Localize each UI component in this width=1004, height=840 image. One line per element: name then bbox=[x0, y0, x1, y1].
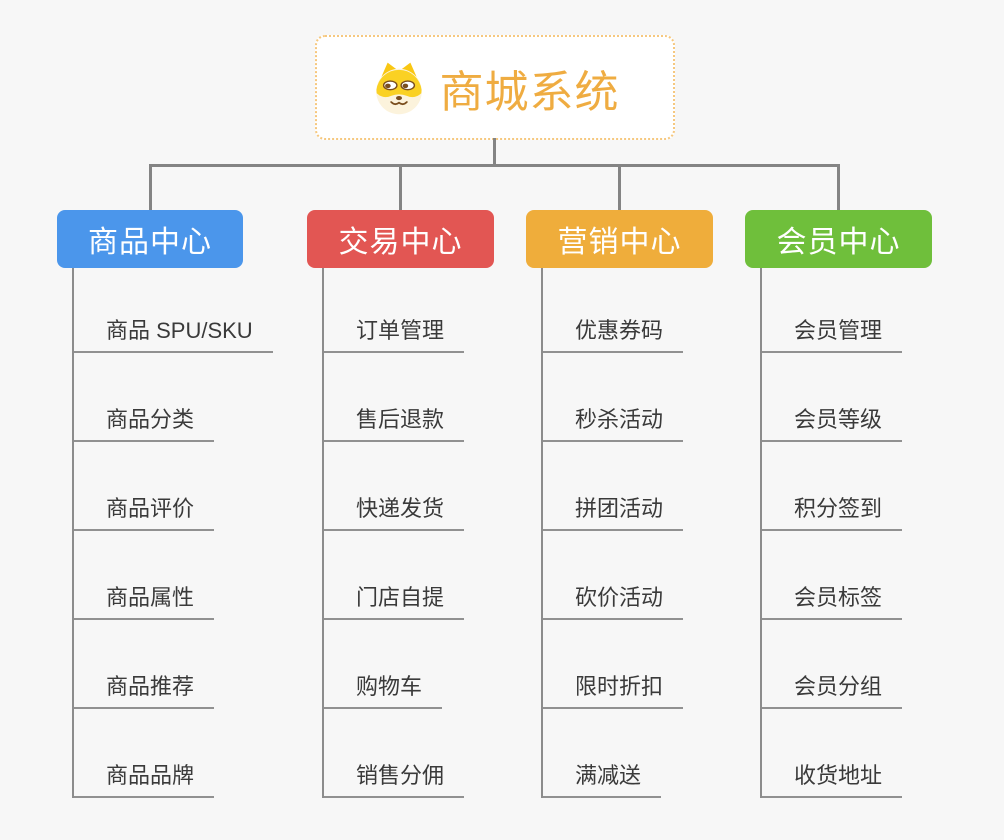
leaf-topic-label[interactable]: 收货地址 bbox=[760, 758, 903, 798]
leaf-topic: 商品推荐 bbox=[72, 620, 243, 709]
leaf-topic-label[interactable]: 门店自提 bbox=[322, 580, 465, 620]
branch-node-member-center[interactable]: 会员中心 bbox=[745, 210, 932, 268]
leaf-topic: 商品属性 bbox=[72, 531, 243, 620]
leaf-topic: 商品品牌 bbox=[72, 709, 243, 798]
leaf-topic-label[interactable]: 商品分类 bbox=[72, 402, 215, 442]
child-connector-line bbox=[322, 268, 324, 798]
drop-line bbox=[618, 167, 621, 210]
leaf-topic-label[interactable]: 限时折扣 bbox=[541, 669, 684, 709]
leaf-topic-label[interactable]: 商品品牌 bbox=[72, 758, 215, 798]
children-group: 订单管理 售后退款 快递发货 门店自提 购物车 销售分佣 bbox=[322, 268, 494, 798]
leaf-topic: 销售分佣 bbox=[322, 709, 494, 798]
leaf-topic: 快递发货 bbox=[322, 442, 494, 531]
leaf-topic-label[interactable]: 会员管理 bbox=[760, 313, 903, 353]
branch-bus-line bbox=[149, 164, 840, 167]
leaf-topic: 会员等级 bbox=[760, 353, 932, 442]
leaf-topic-label[interactable]: 商品推荐 bbox=[72, 669, 215, 709]
child-connector-line bbox=[760, 268, 762, 798]
leaf-topic-label[interactable]: 积分签到 bbox=[760, 491, 903, 531]
leaf-topic: 售后退款 bbox=[322, 353, 494, 442]
leaf-topic: 拼团活动 bbox=[541, 442, 713, 531]
branch-product-center: 商品中心 商品 SPU/SKU 商品分类 商品评价 商品属性 商品推荐 商品品牌 bbox=[57, 210, 273, 798]
leaf-topic-label[interactable]: 满减送 bbox=[541, 758, 662, 798]
leaf-topic-label[interactable]: 购物车 bbox=[322, 669, 443, 709]
branch-member-center: 会员中心 会员管理 会员等级 积分签到 会员标签 会员分组 收货地址 bbox=[745, 210, 932, 798]
children-group: 会员管理 会员等级 积分签到 会员标签 会员分组 收货地址 bbox=[760, 268, 932, 798]
children-group: 商品 SPU/SKU 商品分类 商品评价 商品属性 商品推荐 商品品牌 bbox=[72, 268, 273, 798]
child-connector-line bbox=[72, 268, 74, 798]
leaf-topic: 秒杀活动 bbox=[541, 353, 713, 442]
branch-trade-center: 交易中心 订单管理 售后退款 快递发货 门店自提 购物车 销售分佣 bbox=[307, 210, 494, 798]
leaf-topic: 门店自提 bbox=[322, 531, 494, 620]
leaf-topic-label[interactable]: 优惠券码 bbox=[541, 313, 684, 353]
leaf-topic: 积分签到 bbox=[760, 442, 932, 531]
drop-line bbox=[399, 167, 402, 210]
leaf-topic: 满减送 bbox=[541, 709, 713, 798]
leaf-topic: 购物车 bbox=[322, 620, 494, 709]
leaf-topic-label[interactable]: 商品评价 bbox=[72, 491, 215, 531]
leaf-topic: 订单管理 bbox=[322, 268, 494, 353]
branch-node-marketing-center[interactable]: 营销中心 bbox=[526, 210, 713, 268]
leaf-topic-label[interactable]: 销售分佣 bbox=[322, 758, 465, 798]
leaf-topic: 商品评价 bbox=[72, 442, 243, 531]
leaf-topic: 会员分组 bbox=[760, 620, 932, 709]
leaf-topic-label[interactable]: 拼团活动 bbox=[541, 491, 684, 531]
leaf-topic-label[interactable]: 快递发货 bbox=[322, 491, 465, 531]
leaf-topic: 砍价活动 bbox=[541, 531, 713, 620]
leaf-topic: 商品 SPU/SKU bbox=[72, 268, 273, 353]
leaf-topic-label[interactable]: 会员分组 bbox=[760, 669, 903, 709]
leaf-topic-label[interactable]: 砍价活动 bbox=[541, 580, 684, 620]
shiba-dog-icon bbox=[371, 60, 427, 116]
leaf-topic-label[interactable]: 会员标签 bbox=[760, 580, 903, 620]
root-topic[interactable]: 商城系统 bbox=[315, 35, 675, 140]
leaf-topic-label[interactable]: 会员等级 bbox=[760, 402, 903, 442]
leaf-topic: 优惠券码 bbox=[541, 268, 713, 353]
leaf-topic-label[interactable]: 订单管理 bbox=[322, 313, 465, 353]
leaf-topic: 收货地址 bbox=[760, 709, 932, 798]
drop-line bbox=[149, 167, 152, 210]
leaf-topic: 限时折扣 bbox=[541, 620, 713, 709]
branch-marketing-center: 营销中心 优惠券码 秒杀活动 拼团活动 砍价活动 限时折扣 满减送 bbox=[526, 210, 713, 798]
leaf-topic-label[interactable]: 秒杀活动 bbox=[541, 402, 684, 442]
root-topic-label: 商城系统 bbox=[439, 67, 620, 117]
child-connector-line bbox=[541, 268, 543, 798]
branch-node-product-center[interactable]: 商品中心 bbox=[57, 210, 243, 268]
children-group: 优惠券码 秒杀活动 拼团活动 砍价活动 限时折扣 满减送 bbox=[541, 268, 713, 798]
leaf-topic: 商品分类 bbox=[72, 353, 243, 442]
leaf-topic-label[interactable]: 商品 SPU/SKU bbox=[72, 313, 273, 353]
leaf-topic-label[interactable]: 商品属性 bbox=[72, 580, 215, 620]
leaf-topic: 会员标签 bbox=[760, 531, 932, 620]
leaf-topic: 会员管理 bbox=[760, 268, 932, 353]
drop-line bbox=[837, 167, 840, 210]
branch-node-trade-center[interactable]: 交易中心 bbox=[307, 210, 494, 268]
root-stem-line bbox=[493, 138, 496, 165]
leaf-topic-label[interactable]: 售后退款 bbox=[322, 402, 465, 442]
